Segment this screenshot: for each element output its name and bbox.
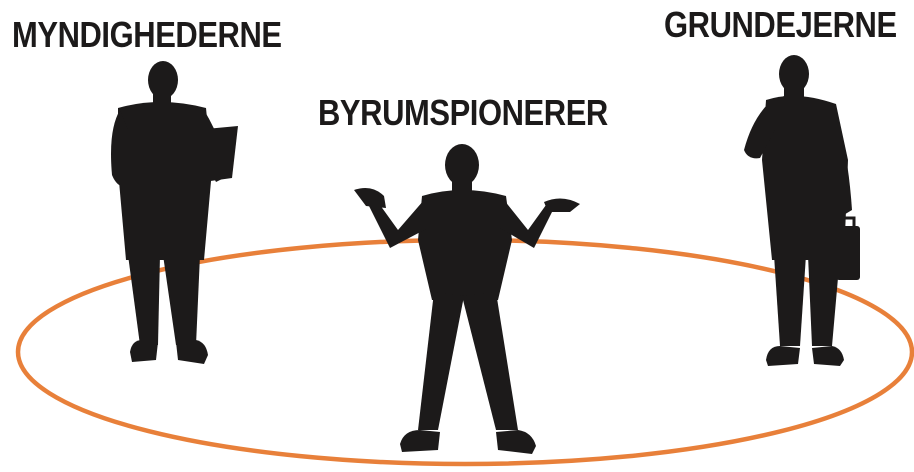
label-authorities: MYNDIGHEDERNE xyxy=(12,14,282,55)
label-landowners: GRUNDEJERNE xyxy=(664,4,897,45)
label-urban-pioneers: BYRUMSPIONERER xyxy=(318,92,608,133)
businessman-with-folder-icon xyxy=(111,61,238,364)
businessman-on-phone-with-briefcase-icon xyxy=(744,55,860,366)
shrugging-man-icon xyxy=(354,144,580,454)
